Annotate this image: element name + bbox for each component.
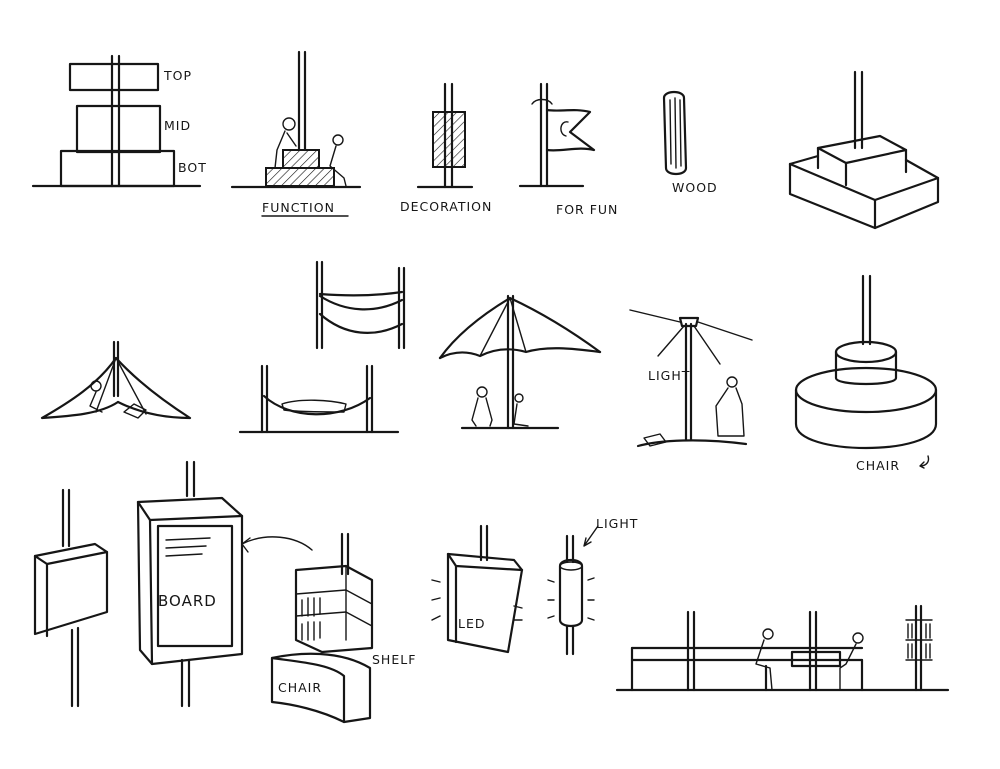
cylinder-light-sketch: LIGHT bbox=[547, 516, 638, 656]
label-bot: BOT bbox=[178, 160, 207, 175]
function-sketch: FUNCTION bbox=[230, 50, 362, 217]
label-for-fun: FOR FUN bbox=[556, 202, 618, 217]
label-decoration: DECORATION bbox=[400, 199, 492, 214]
shelf-chair-sketch: SHELF CHAIR bbox=[270, 532, 416, 724]
flag-sketch: FOR FUN bbox=[518, 82, 618, 217]
label-led: LED bbox=[458, 616, 486, 631]
board-sketch: BOARD bbox=[136, 460, 313, 708]
hammock-upper-sketch bbox=[315, 260, 406, 350]
lamp-post-sketch: LIGHT bbox=[629, 309, 753, 448]
label-function: FUNCTION bbox=[262, 200, 335, 215]
wood-sketch: WOOD bbox=[662, 90, 718, 195]
label-wood: WOOD bbox=[672, 180, 718, 195]
umbrella-sketch bbox=[438, 294, 602, 430]
sign-panel-sketch bbox=[33, 488, 109, 708]
label-top: TOP bbox=[163, 68, 192, 83]
led-panel-sketch: LED bbox=[431, 524, 524, 654]
label-chair-bench: CHAIR bbox=[278, 680, 322, 695]
label-light-lamp: LIGHT bbox=[648, 368, 690, 383]
label-mid: MID bbox=[164, 118, 191, 133]
long-bench-sketch bbox=[615, 604, 950, 692]
label-light-cylinder: LIGHT bbox=[596, 516, 638, 531]
label-board: BOARD bbox=[158, 592, 217, 610]
decoration-sketch: DECORATION bbox=[400, 82, 492, 214]
round-chair-sketch: CHAIR bbox=[794, 274, 938, 473]
label-chair-round: CHAIR bbox=[856, 458, 900, 473]
tent-sketch bbox=[40, 340, 192, 420]
stacked-boxes-sketch: TOP MID BOT bbox=[31, 54, 207, 188]
hammock-lower-sketch bbox=[238, 364, 400, 434]
label-shelf: SHELF bbox=[372, 652, 416, 667]
stepped-platform-sketch bbox=[788, 70, 940, 230]
